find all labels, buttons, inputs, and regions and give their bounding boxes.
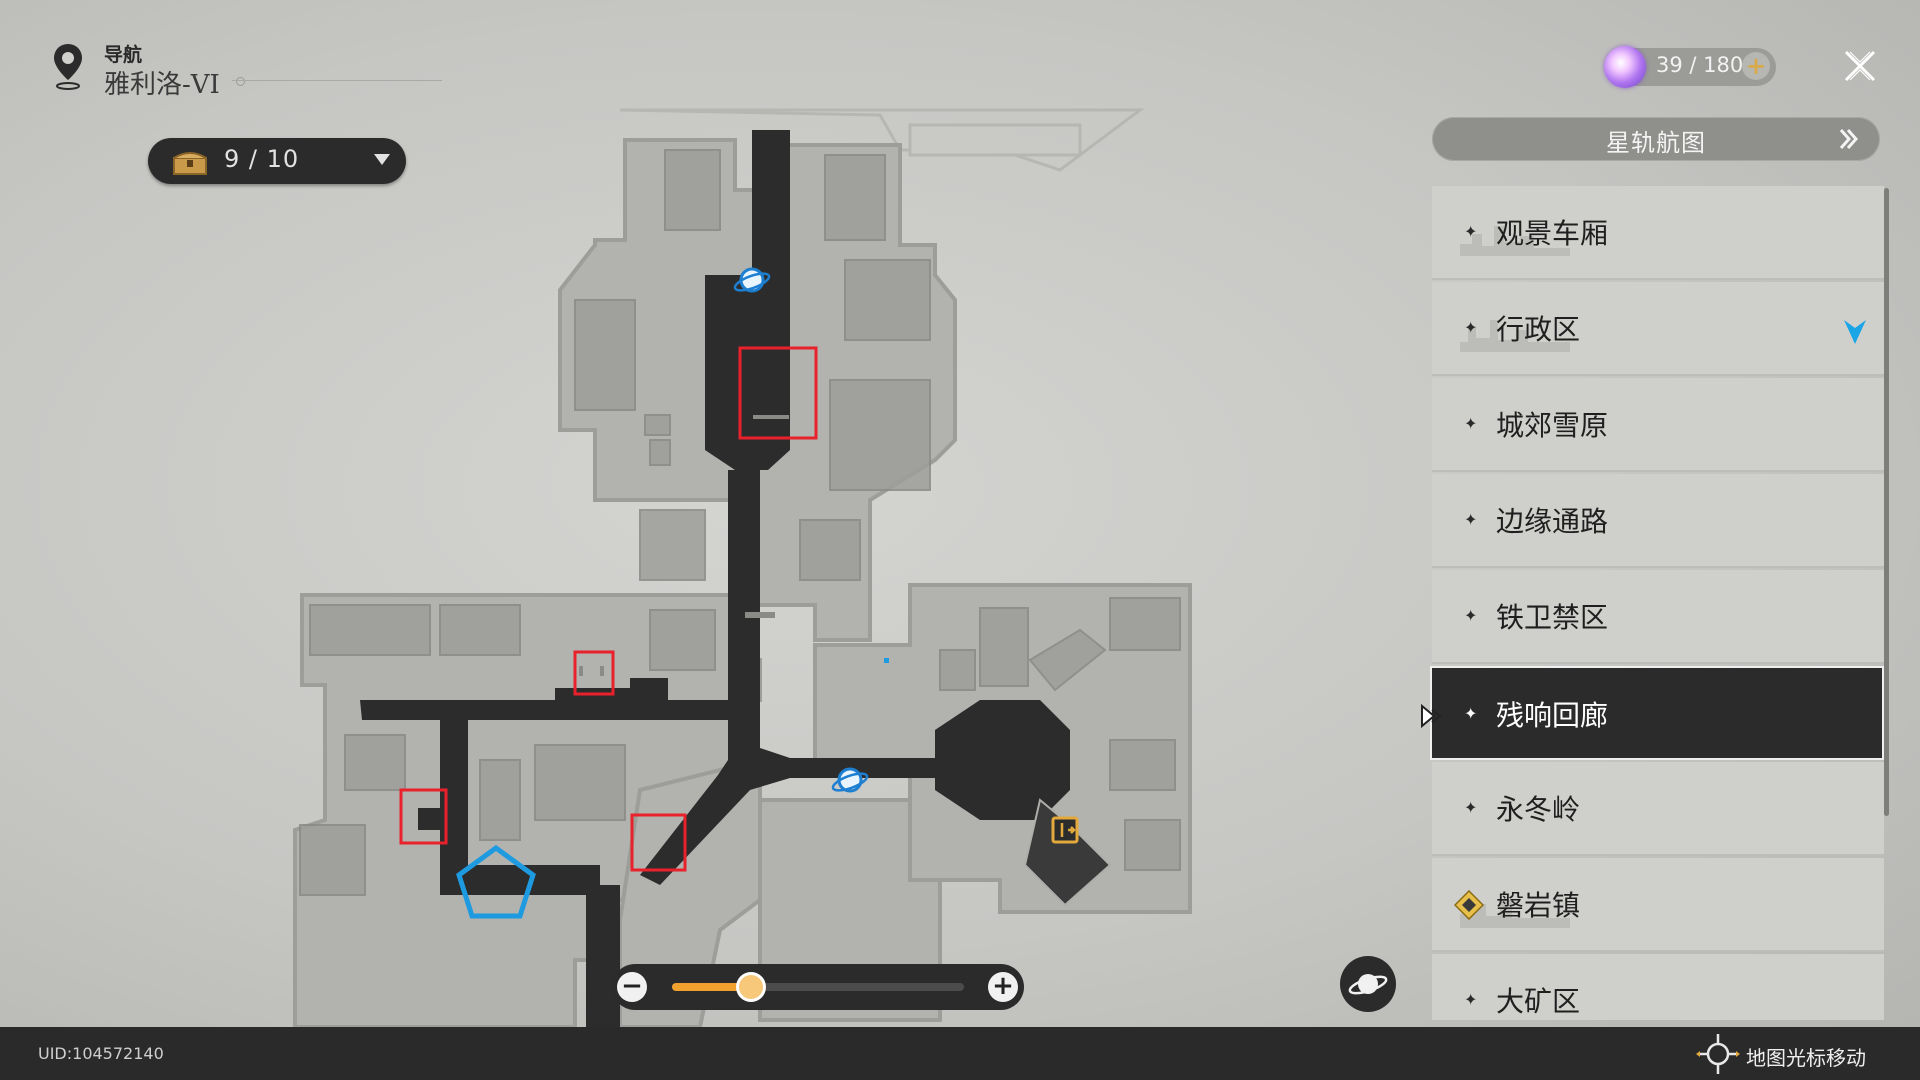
star-bullet-icon: ✦	[1464, 318, 1478, 337]
treasure-count: 9 / 10	[224, 145, 300, 173]
zoom-slider-fill	[672, 983, 751, 991]
area-name: 残响回廊	[1496, 699, 1609, 732]
location-pin-icon	[54, 44, 82, 90]
area-name: 大矿区	[1496, 985, 1581, 1018]
area-item-backwater-pass[interactable]: ✦ 边缘通路	[1432, 474, 1884, 568]
space-anchor-icon[interactable]	[733, 267, 771, 294]
current-area-marker-icon	[1421, 704, 1442, 728]
world-map-button[interactable]	[1340, 956, 1396, 1012]
area-item-boulder-town[interactable]: 磐岩镇	[1432, 858, 1884, 952]
map-room-details-lower-left	[299, 604, 716, 896]
star-bullet-icon: ✦	[1464, 990, 1478, 1009]
zoom-in-button[interactable]: +	[988, 972, 1018, 1002]
dropdown-caret-icon	[374, 154, 390, 165]
map-canvas[interactable]	[0, 0, 1440, 1027]
map-room-details-right	[939, 597, 1181, 871]
area-item-silvermane-guard-restricted-zone[interactable]: ✦ 铁卫禁区	[1432, 570, 1884, 664]
area-item-everwinter-hill[interactable]: ✦ 永冬岭	[1432, 762, 1884, 856]
space-anchor-icon[interactable]	[831, 767, 869, 794]
map-name: 雅利洛-VI	[104, 70, 220, 100]
star-bullet-icon: ✦	[1464, 704, 1478, 723]
zoom-slider-track[interactable]	[672, 983, 964, 991]
area-item-corridor-of-fading-echoes[interactable]: ✦ 残响回廊	[1430, 666, 1884, 760]
double-chevron-right-icon	[1839, 129, 1859, 149]
area-skyline-decoration	[1460, 900, 1570, 928]
area-name: 行政区	[1496, 313, 1581, 346]
zoom-slider-handle[interactable]	[739, 975, 763, 999]
map-corridor-accents	[579, 415, 789, 676]
star-bullet-icon: ✦	[1464, 222, 1478, 241]
area-name: 磐岩镇	[1496, 889, 1581, 922]
exit-door-icon[interactable]	[1023, 798, 1112, 907]
area-list-scrollbar[interactable]	[1884, 188, 1889, 816]
navigation-label: 导航	[104, 44, 143, 66]
npc-dot	[884, 658, 889, 663]
area-item-administrative-district[interactable]: ✦ 行政区	[1432, 282, 1884, 376]
area-item-observation-car[interactable]: ✦ 观景车厢	[1432, 186, 1884, 280]
treasure-chest-icon	[173, 152, 207, 175]
area-item-great-mine[interactable]: ✦ 大矿区	[1432, 954, 1884, 1020]
area-name: 观景车厢	[1496, 217, 1609, 250]
diamond-quest-icon	[1454, 890, 1484, 920]
add-power-button[interactable]: +	[1742, 52, 1770, 80]
map-cursor-icon	[1696, 1034, 1740, 1074]
area-name: 铁卫禁区	[1496, 601, 1609, 634]
zoom-out-button[interactable]: −	[617, 972, 647, 1002]
star-bullet-icon: ✦	[1464, 606, 1478, 625]
uid-label: UID:104572140	[38, 1044, 164, 1063]
map-room-details-upper	[574, 149, 931, 581]
trailblaze-power-value: 39 / 180	[1656, 53, 1744, 77]
area-skyline-decoration	[1460, 320, 1570, 352]
star-bullet-icon: ✦	[1464, 414, 1478, 433]
close-icon[interactable]	[1840, 46, 1880, 86]
area-skyline-decoration	[1460, 226, 1570, 256]
area-item-outlying-snow-plains[interactable]: ✦ 城郊雪原	[1432, 378, 1884, 472]
header-divider-dot	[236, 77, 245, 86]
star-rail-map-button[interactable]	[1432, 117, 1880, 161]
bottom-bar	[0, 1027, 1920, 1080]
star-bullet-icon: ✦	[1464, 510, 1478, 529]
header-divider	[232, 80, 442, 81]
highlight-box	[399, 346, 818, 872]
player-position-marker	[456, 844, 536, 919]
area-name: 边缘通路	[1496, 505, 1609, 538]
tracked-location-icon	[1844, 320, 1866, 344]
map-room-top	[619, 108, 1145, 172]
star-rail-map-label: 星轨航图	[1606, 129, 1706, 157]
star-bullet-icon: ✦	[1464, 798, 1478, 817]
trailblaze-power-icon	[1604, 46, 1646, 88]
area-name: 城郊雪原	[1496, 409, 1609, 442]
planet-icon	[1348, 974, 1388, 995]
area-list[interactable]: ✦ 观景车厢 ✦ 行政区 ✦ 城郊雪原 ✦ 边缘通路 ✦ 铁卫禁区 ✦ 残响回廊…	[1430, 186, 1888, 1020]
cursor-move-hint: 地图光标移动	[1746, 1046, 1866, 1070]
area-name: 永冬岭	[1496, 793, 1581, 826]
